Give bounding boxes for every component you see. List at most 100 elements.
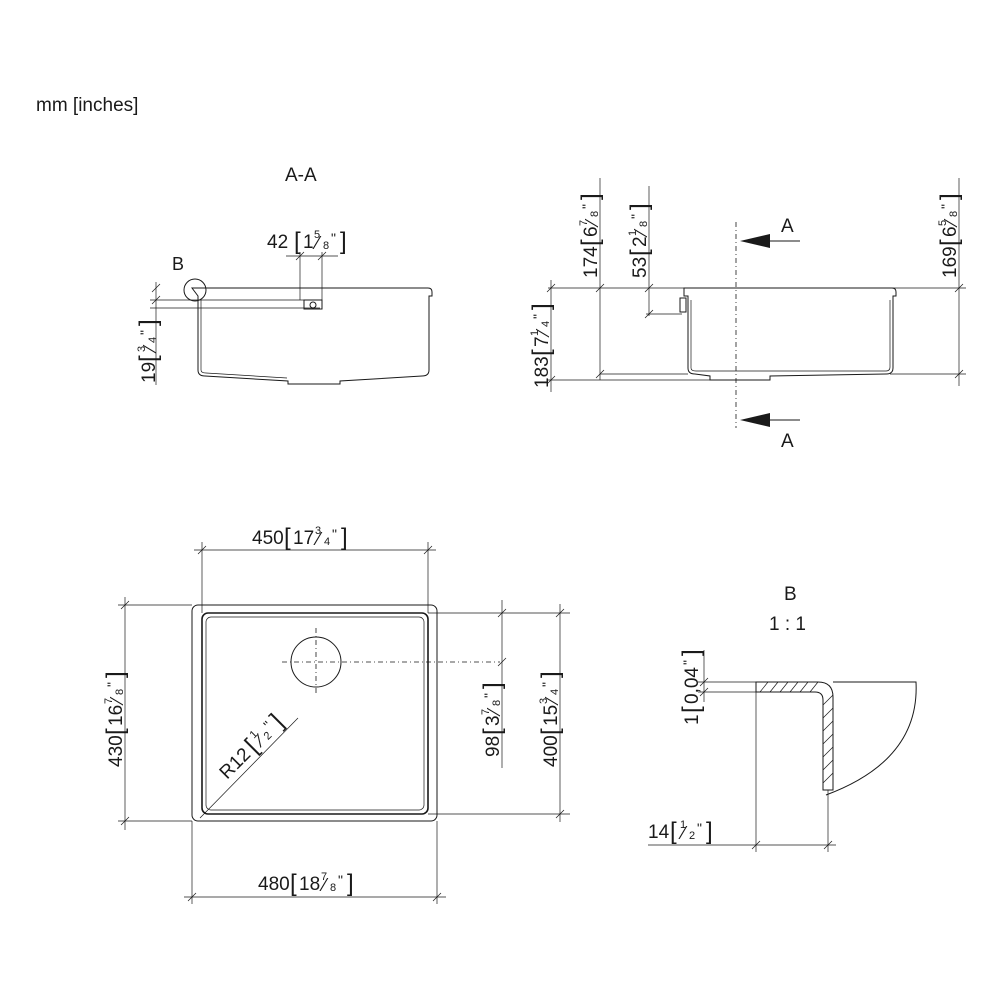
section-view-title: A-A [285, 165, 317, 186]
svg-text:[: [ [102, 728, 129, 735]
svg-text:2: 2 [689, 830, 695, 842]
svg-text:⁄: ⁄ [107, 696, 127, 706]
svg-text:]: ] [102, 671, 129, 678]
svg-text:]: ] [678, 649, 705, 656]
svg-text:]: ] [626, 203, 653, 210]
dim-drain-width: 42 [ 1 5 ⁄ 8 " ] [267, 228, 347, 255]
svg-text:⁄: ⁄ [140, 344, 160, 354]
plan-basin [201, 612, 429, 815]
dim-rim-height: 19 [ 3 ⁄ 4 " ] [135, 319, 162, 383]
svg-text:[: [ [577, 239, 604, 246]
svg-text:4: 4 [549, 689, 561, 695]
svg-text:5: 5 [314, 229, 320, 241]
svg-text:4: 4 [540, 321, 552, 327]
svg-text:42: 42 [267, 232, 288, 253]
dim-inner-depth: 400 [ 15 3 ⁄ 4 " ] [537, 671, 564, 767]
svg-text:": " [579, 204, 595, 209]
svg-text:98: 98 [483, 736, 504, 757]
svg-text:[: [ [290, 870, 297, 897]
dim-overall-depth-right: 169 [ 6 5 ⁄ 8 " ] [936, 193, 963, 278]
svg-text:0,04: 0,04 [682, 667, 703, 704]
svg-text:[: [ [626, 249, 653, 256]
svg-text:430: 430 [106, 735, 127, 767]
detail-hatching [759, 681, 834, 784]
svg-text:6: 6 [581, 226, 602, 237]
svg-text:[: [ [284, 524, 291, 551]
svg-text:]: ] [577, 193, 604, 200]
svg-text:[: [ [479, 728, 506, 735]
section-sink-outline [191, 287, 433, 385]
svg-text:": " [137, 330, 153, 335]
dim-inner-width: 450 [ 17 3 ⁄ 4 " ] [252, 524, 348, 551]
svg-text:8: 8 [491, 700, 503, 706]
svg-text:6: 6 [940, 226, 961, 237]
section-sink-inner-wall [200, 300, 288, 379]
svg-text:174: 174 [581, 246, 602, 278]
svg-text:": " [697, 820, 702, 836]
svg-text:3: 3 [315, 525, 321, 537]
detail-b-callout-label: B [172, 254, 184, 274]
svg-text:169: 169 [940, 246, 961, 278]
svg-text:⁄: ⁄ [313, 529, 323, 549]
svg-text:⁄: ⁄ [941, 218, 961, 228]
dim-overall-depth-left: 174 [ 6 7 ⁄ 8 " ] [577, 193, 604, 278]
svg-text:": " [332, 526, 337, 542]
svg-text:17: 17 [293, 528, 314, 549]
dim-total-height: 183 [ 7 1 ⁄ 4 " ] [528, 303, 555, 388]
dim-drain-offset: 98 [ 3 7 ⁄ 8 " ] [479, 682, 506, 757]
svg-text:7: 7 [321, 871, 327, 883]
svg-text:[: [ [670, 818, 677, 845]
svg-text:400: 400 [541, 735, 562, 767]
svg-text:]: ] [537, 671, 564, 678]
side-overflow [679, 297, 687, 313]
section-label-bottom: A [781, 431, 794, 452]
section-view-aa: A-A B 42 [ 1 5 ⁄ 8 " ] [135, 165, 433, 385]
svg-text:8: 8 [323, 240, 329, 252]
svg-text:⁄: ⁄ [484, 707, 504, 717]
svg-text:": " [331, 230, 336, 246]
units-label: mm [inches] [36, 95, 138, 116]
svg-text:1: 1 [682, 714, 703, 725]
detail-steel-profile [755, 681, 834, 791]
dim-material-thickness: 1 [ 0,04 " ] [678, 649, 705, 725]
svg-text:8: 8 [114, 689, 126, 695]
svg-text:[: [ [678, 706, 705, 713]
svg-text:]: ] [706, 818, 713, 845]
svg-text:": " [530, 314, 546, 319]
svg-text:450: 450 [252, 528, 284, 549]
plan-outer-rim [191, 604, 438, 822]
svg-text:": " [481, 693, 497, 698]
svg-text:R12: R12 [216, 744, 255, 783]
detail-boundary-arc [825, 681, 917, 796]
svg-text:3: 3 [538, 698, 550, 704]
svg-text:]: ] [479, 682, 506, 689]
dim-rim-width: 14 [ 1 ⁄ 2 " ] [648, 818, 713, 845]
dim-outer-depth: 430 [ 16 7 ⁄ 8 " ] [102, 671, 129, 767]
svg-text:8: 8 [948, 211, 960, 217]
radius-leader-line [199, 717, 299, 819]
side-view: A A 174 [ 6 7 ⁄ 8 " ] 53 [ [528, 178, 966, 452]
svg-text:": " [680, 660, 696, 665]
svg-text:7: 7 [578, 220, 590, 226]
svg-text:": " [104, 682, 120, 687]
svg-text:19: 19 [139, 362, 160, 383]
svg-text:]: ] [340, 228, 347, 255]
svg-text:3: 3 [136, 346, 148, 352]
svg-text:⁄: ⁄ [678, 823, 688, 843]
svg-text:]: ] [135, 319, 162, 326]
svg-text:[: [ [294, 228, 301, 255]
svg-text:15: 15 [541, 705, 562, 726]
detail-b-callout-circle [183, 278, 207, 302]
svg-text:7: 7 [103, 698, 115, 704]
svg-text:1: 1 [627, 230, 639, 236]
detail-view-b: B 1 : 1 1 [648, 584, 917, 852]
svg-text:18: 18 [299, 874, 320, 895]
section-label-top: A [781, 216, 794, 237]
svg-text:[: [ [528, 349, 555, 356]
svg-text:⁄: ⁄ [582, 218, 602, 228]
dim-corner-radius: R12 [ 1 ⁄ 2 " ] [216, 709, 289, 784]
svg-text:⁄: ⁄ [631, 228, 651, 238]
side-sink-inner-wall [690, 300, 891, 372]
svg-text:53: 53 [630, 257, 651, 278]
